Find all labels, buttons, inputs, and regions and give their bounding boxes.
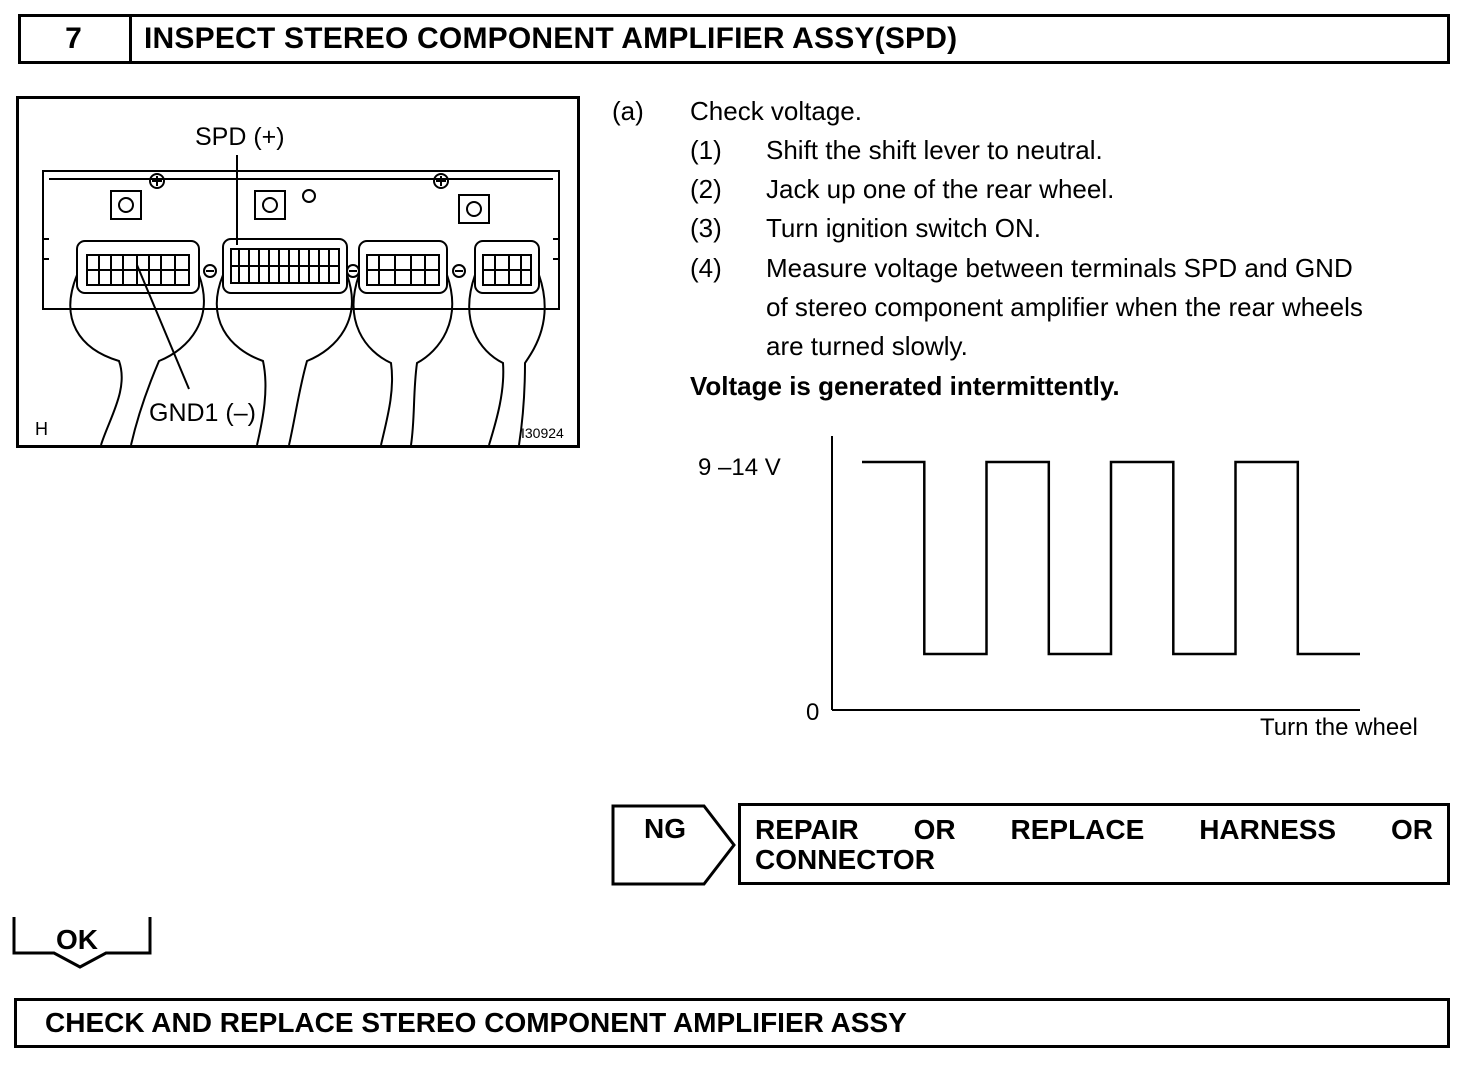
- step-number: 7: [18, 14, 132, 64]
- x-axis-label: Turn the wheel: [1260, 714, 1418, 741]
- step-header: [18, 14, 1450, 64]
- gnd-label: GND1 (–): [149, 399, 256, 427]
- ng-word-4: HARNESS: [1199, 814, 1337, 845]
- substep-4-line-3: are turned slowly.: [766, 331, 968, 361]
- amplifier-drawing: [42, 155, 560, 445]
- substep-1-text: Shift the shift lever to neutral.: [766, 135, 1103, 165]
- substep-2-text: Jack up one of the rear wheel.: [766, 174, 1115, 204]
- substep-3-marker: (3): [690, 213, 722, 243]
- substep-2-marker: (2): [690, 174, 722, 204]
- result-statement: Voltage is generated intermittently.: [690, 371, 1120, 401]
- ng-result-line-1: REPAIR OR REPLACE HARNESS OR: [755, 815, 1433, 845]
- ng-arrow: [611, 804, 736, 886]
- ok-label: OK: [56, 924, 98, 955]
- step-a-text: Check voltage.: [690, 96, 862, 126]
- y-tick-low: 0: [806, 699, 819, 726]
- step-title: INSPECT STEREO COMPONENT AMPLIFIER ASSY(…: [144, 22, 958, 55]
- voltage-waveform-chart: 9 –14 V 0 Turn the wheel: [698, 436, 1418, 741]
- final-action-box: CHECK AND REPLACE STEREO COMPONENT AMPLI…: [14, 998, 1450, 1048]
- waveform-line: [862, 460, 1360, 656]
- figure-code: I30924: [521, 425, 564, 441]
- substep-4-marker: (4): [690, 253, 722, 283]
- substep-1-marker: (1): [690, 135, 722, 165]
- substep-3-text: Turn ignition switch ON.: [766, 213, 1042, 243]
- ng-word-2: OR: [913, 814, 956, 845]
- ng-result-line-2: CONNECTOR: [755, 844, 935, 875]
- substep-4-line-2: of stereo component amplifier when the r…: [766, 292, 1363, 322]
- ng-word-3: REPLACE: [1010, 814, 1145, 845]
- ok-arrow: [12, 917, 152, 969]
- ng-result-box: REPAIR OR REPLACE HARNESS OR CONNECTOR: [738, 803, 1450, 885]
- ng-label: NG: [644, 813, 686, 844]
- ng-word-5: OR: [1391, 814, 1433, 845]
- ng-word-1: REPAIR: [755, 814, 859, 845]
- final-action-text: CHECK AND REPLACE STEREO COMPONENT AMPLI…: [45, 1007, 907, 1038]
- corner-letter: H: [35, 419, 48, 439]
- step-a-marker: (a): [612, 96, 644, 126]
- amplifier-illustration: SPD (+) GND1 (–) H I30924: [16, 96, 580, 448]
- spd-label: SPD (+): [195, 123, 285, 151]
- y-tick-high: 9 –14 V: [698, 454, 781, 481]
- substep-4-line-1: Measure voltage between terminals SPD an…: [766, 253, 1353, 283]
